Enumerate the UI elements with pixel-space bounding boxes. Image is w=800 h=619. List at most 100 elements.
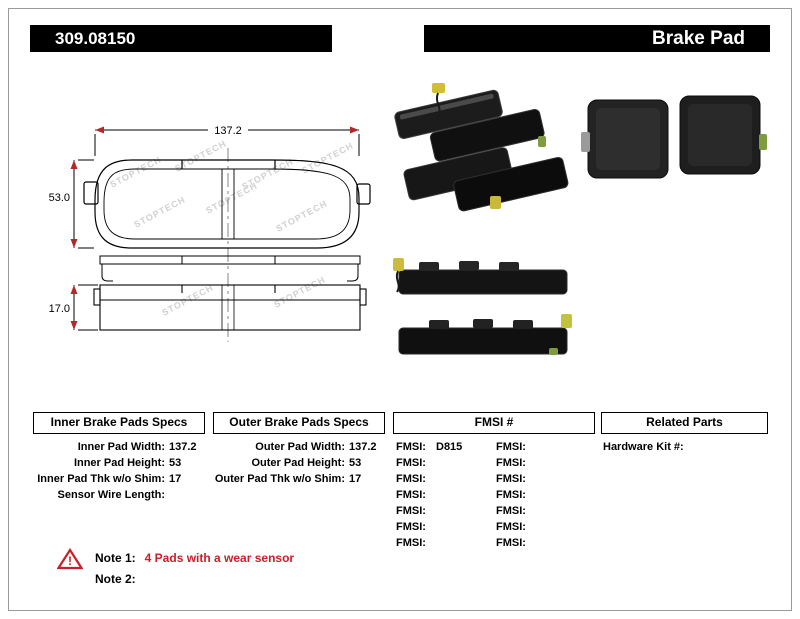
spec-label: Inner Pad Thk w/o Shim: bbox=[37, 473, 165, 485]
fmsi-label: FMSI: bbox=[496, 521, 526, 533]
fmsi-label: FMSI: bbox=[396, 473, 426, 485]
dim-arrow-right bbox=[350, 126, 359, 134]
note-2: Note 2: bbox=[95, 572, 145, 586]
clip-rail-side-view bbox=[99, 255, 361, 282]
dim-arrow-left bbox=[95, 126, 104, 134]
product-photo-side-views bbox=[393, 258, 572, 355]
product-title: Brake Pad bbox=[652, 28, 745, 49]
spec-value: 137.2 bbox=[169, 441, 197, 453]
related-parts-header-label: Related Parts bbox=[646, 415, 723, 429]
table-row: Inner Pad Thk w/o Shim: 17 bbox=[33, 471, 209, 487]
fmsi-table: FMSI: D815 FMSI: FMSI: FMSI: FMSI: FMSI: … bbox=[396, 439, 596, 551]
technical-drawing: STOPTECH STOPTECH STOPTECH STOPTECH STOP… bbox=[49, 125, 371, 342]
fmsi-label: FMSI: bbox=[396, 457, 426, 469]
table-row: FMSI: bbox=[496, 439, 596, 455]
fmsi-label: FMSI: bbox=[396, 521, 426, 533]
dim-arrow-down bbox=[70, 321, 78, 330]
related-label: Hardware Kit #: bbox=[603, 441, 684, 453]
spec-value: 53 bbox=[169, 457, 182, 469]
table-row: FMSI: bbox=[396, 519, 496, 535]
pad-front-view bbox=[83, 159, 371, 249]
spec-label: Inner Pad Height: bbox=[73, 457, 165, 469]
fmsi-label: FMSI: bbox=[496, 489, 526, 501]
dim-arrow-up bbox=[70, 160, 78, 169]
width-dimension-lines bbox=[94, 129, 360, 156]
spec-value: 53 bbox=[349, 457, 362, 469]
page-border bbox=[8, 8, 792, 611]
outer-specs-table: Outer Pad Width: 137.2 Outer Pad Height:… bbox=[213, 439, 389, 487]
product-photo-angled-pads bbox=[394, 83, 569, 212]
note-1: Note 1: 4 Pads with a wear sensor bbox=[95, 551, 294, 565]
fmsi-label: FMSI: bbox=[496, 537, 526, 549]
spec-label: Outer Pad Height: bbox=[251, 457, 345, 469]
sensor-wire bbox=[436, 92, 441, 117]
note-2-label: Note 2: bbox=[95, 572, 136, 586]
table-row: Hardware Kit #: bbox=[603, 439, 690, 455]
spec-value: 137.2 bbox=[349, 441, 377, 453]
thickness-dim-label: 17.0 bbox=[49, 303, 70, 315]
spec-label: Outer Pad Width: bbox=[255, 441, 345, 453]
table-row: Outer Pad Height: 53 bbox=[213, 455, 389, 471]
part-number: 309.08150 bbox=[55, 29, 136, 48]
paint-mark-green bbox=[538, 136, 546, 147]
fmsi-header: FMSI # bbox=[393, 412, 595, 434]
table-row: FMSI: bbox=[396, 535, 496, 551]
inner-specs-table: Inner Pad Width: 137.2 Inner Pad Height:… bbox=[33, 439, 209, 503]
pad-side-view bbox=[93, 284, 367, 331]
table-row: FMSI: bbox=[496, 471, 596, 487]
table-row: FMSI: bbox=[496, 455, 596, 471]
wear-sensor bbox=[561, 314, 572, 328]
stoptech-watermark: STOPTECH bbox=[274, 198, 329, 234]
stoptech-watermark: STOPTECH bbox=[272, 274, 327, 310]
fmsi-label: FMSI: bbox=[496, 505, 526, 517]
table-row: FMSI: bbox=[496, 487, 596, 503]
wear-sensor bbox=[432, 83, 445, 93]
table-row: FMSI: bbox=[396, 471, 496, 487]
paint-mark-green bbox=[759, 134, 767, 150]
spec-value: 17 bbox=[169, 473, 182, 485]
table-row: FMSI: bbox=[496, 519, 596, 535]
spec-label: Sensor Wire Length: bbox=[57, 489, 165, 501]
height-dimension-lines bbox=[73, 159, 94, 249]
fmsi-label: FMSI: bbox=[496, 473, 526, 485]
wear-sensor bbox=[490, 196, 501, 209]
wear-sensor bbox=[393, 258, 404, 271]
table-row: FMSI: bbox=[396, 487, 496, 503]
table-row: Inner Pad Height: 53 bbox=[33, 455, 209, 471]
fmsi-label: FMSI: bbox=[396, 489, 426, 501]
dim-arrow-down bbox=[70, 239, 78, 248]
product-title-bar: Brake Pad bbox=[424, 25, 770, 52]
fmsi-label: FMSI: bbox=[496, 457, 526, 469]
watermark-layer: STOPTECH STOPTECH STOPTECH STOPTECH STOP… bbox=[108, 138, 355, 318]
table-row: FMSI: bbox=[496, 535, 596, 551]
outer-specs-header-label: Outer Brake Pads Specs bbox=[229, 415, 369, 429]
width-dim-label: 137.2 bbox=[214, 125, 242, 137]
inner-specs-header: Inner Brake Pads Specs bbox=[33, 412, 205, 434]
part-number-bar: 309.08150 bbox=[30, 25, 332, 52]
fmsi-value: D815 bbox=[436, 441, 463, 453]
table-row: FMSI: bbox=[496, 503, 596, 519]
table-row: Outer Pad Width: 137.2 bbox=[213, 439, 389, 455]
table-row: FMSI: D815 bbox=[396, 439, 496, 455]
note-1-label: Note 1: bbox=[95, 551, 136, 565]
stoptech-watermark: STOPTECH bbox=[204, 180, 259, 216]
svg-text:!: ! bbox=[68, 554, 72, 568]
sensor-wire bbox=[395, 270, 400, 293]
shim-clip bbox=[581, 132, 590, 152]
fmsi-label: FMSI: bbox=[396, 505, 426, 517]
fmsi-label: FMSI: bbox=[496, 441, 526, 453]
paint-mark-green bbox=[549, 348, 558, 355]
note-1-text: 4 Pads with a wear sensor bbox=[144, 551, 295, 565]
table-row: Outer Pad Thk w/o Shim: 17 bbox=[213, 471, 389, 487]
spec-label: Outer Pad Thk w/o Shim: bbox=[214, 473, 345, 485]
table-row: Inner Pad Width: 137.2 bbox=[33, 439, 209, 455]
height-dim-label: 53.0 bbox=[49, 192, 70, 204]
fmsi-label: FMSI: bbox=[396, 537, 426, 549]
related-parts-table: Hardware Kit #: bbox=[603, 439, 690, 455]
warning-triangle-icon: ! bbox=[57, 548, 83, 570]
spec-value: 17 bbox=[349, 473, 362, 485]
fmsi-column-left: FMSI: D815 FMSI: FMSI: FMSI: FMSI: FMSI: … bbox=[396, 439, 496, 551]
fmsi-label: FMSI: bbox=[396, 441, 426, 453]
fmsi-column-right: FMSI: FMSI: FMSI: FMSI: FMSI: FMSI: FMSI… bbox=[496, 439, 596, 551]
